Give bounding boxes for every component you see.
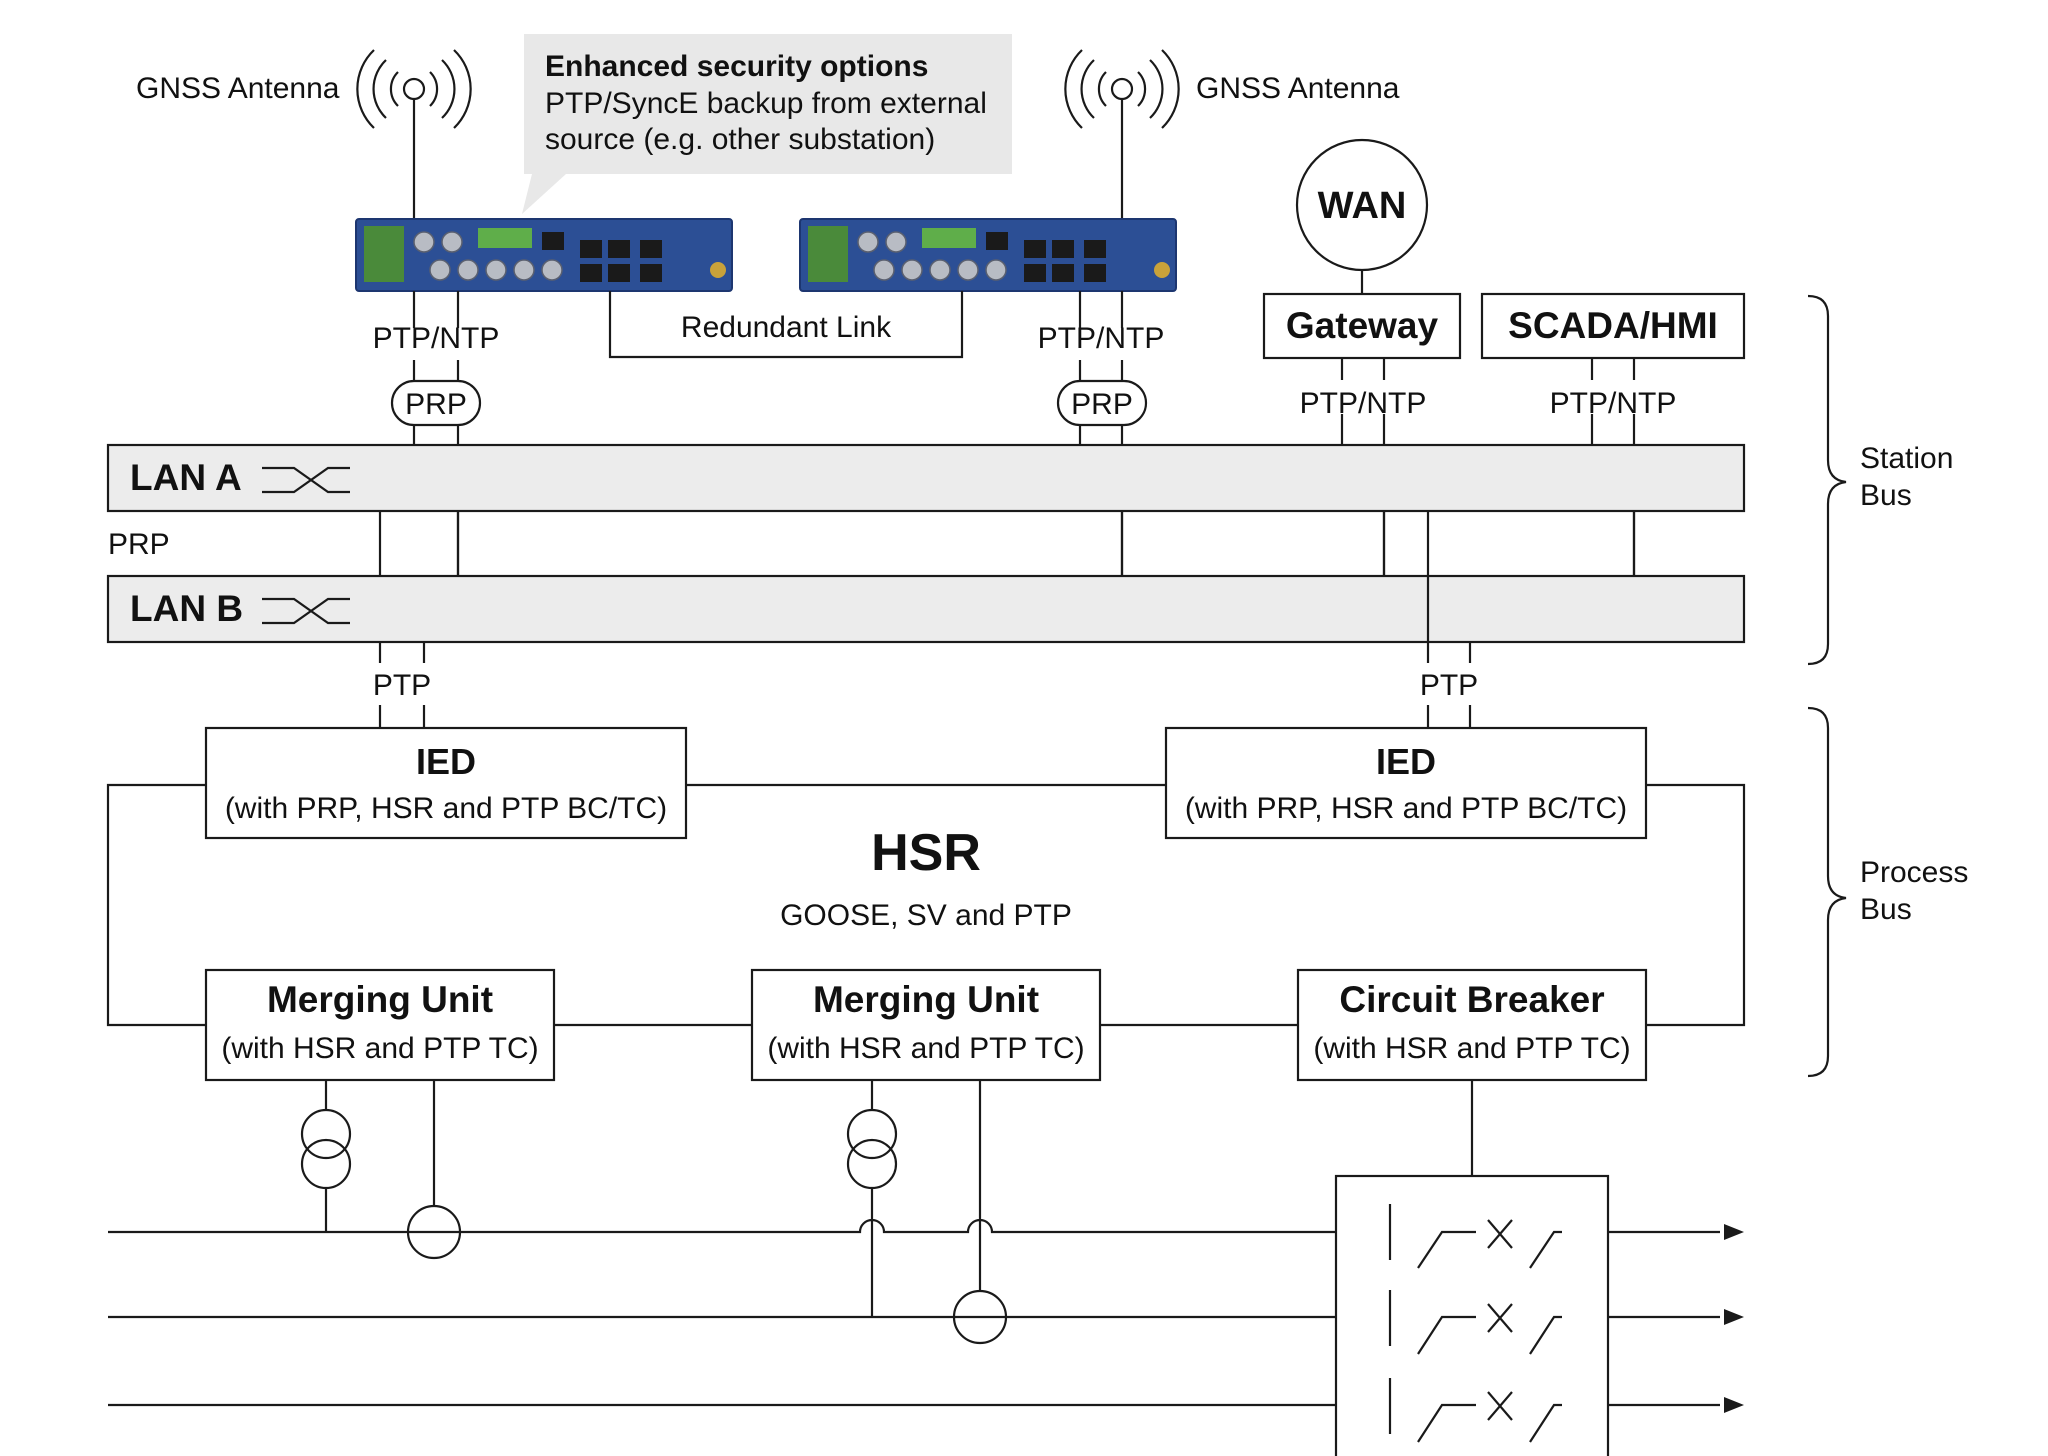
gateway-box: Gateway xyxy=(1262,292,1462,360)
prp-side-label: PRP xyxy=(108,528,170,561)
breaker-assembly xyxy=(1334,1080,1610,1456)
voltage-transformer-icon xyxy=(952,1080,1008,1345)
gnss-antenna-left-label: GNSS Antenna xyxy=(136,72,340,105)
security-callout: Enhanced security options PTP/SyncE back… xyxy=(522,34,1012,214)
ptp-ntp-label: PTP/NTP xyxy=(1038,322,1165,355)
lan-a-bus: LAN A xyxy=(106,443,1746,513)
scada-hmi-box: SCADA/HMI xyxy=(1480,292,1746,360)
hsr-ring xyxy=(106,783,1746,1027)
gateway-label: Gateway xyxy=(1286,305,1439,346)
merging-unit-title: Merging Unit xyxy=(813,979,1039,1020)
switch-icon xyxy=(262,466,350,494)
time-server-left xyxy=(355,218,733,292)
time-server-right xyxy=(799,218,1177,292)
wan-node: WAN xyxy=(1295,138,1429,272)
prp-badge: PRP xyxy=(1056,379,1148,427)
breaker-switch-icon xyxy=(1388,1204,1562,1269)
gnss-antenna-right-label: GNSS Antenna xyxy=(1196,72,1400,105)
wan-label: WAN xyxy=(1318,185,1407,227)
merging-unit-middle: Merging Unit (with HSR and PTP TC) xyxy=(750,968,1102,1082)
callout-line1: PTP/SyncE backup from external xyxy=(545,87,987,120)
ied-subtitle: (with PRP, HSR and PTP BC/TC) xyxy=(225,792,667,825)
current-transformer-icon xyxy=(300,1080,352,1232)
lan-b-bus: LAN B xyxy=(106,574,1746,644)
circuit-breaker-title: Circuit Breaker xyxy=(1339,979,1604,1020)
circuit-breaker-box: Circuit Breaker (with HSR and PTP TC) xyxy=(1296,968,1648,1082)
process-bus-label: Bus xyxy=(1860,893,1912,926)
ptp-ntp-label: PTP/NTP xyxy=(1300,387,1427,420)
merging-unit-left: Merging Unit (with HSR and PTP TC) xyxy=(204,968,556,1082)
station-bus-label: Station xyxy=(1860,442,1953,475)
lan-a-label: LAN A xyxy=(130,457,242,498)
hsr-subtitle: GOOSE, SV and PTP xyxy=(780,899,1072,932)
ied-box-right: IED (with PRP, HSR and PTP BC/TC) xyxy=(1164,726,1648,840)
station-bus-label: Bus xyxy=(1860,479,1912,512)
callout-line2: source (e.g. other substation) xyxy=(545,123,935,156)
gnss-antenna-right: GNSS Antenna xyxy=(1064,49,1400,220)
prp-badge: PRP xyxy=(390,379,482,427)
gnss-antenna-left: GNSS Antenna xyxy=(136,49,472,220)
svg-text:PRP: PRP xyxy=(1071,388,1133,421)
redundant-link-label: Redundant Link xyxy=(681,311,892,344)
svg-text:PRP: PRP xyxy=(405,388,467,421)
scada-hmi-label: SCADA/HMI xyxy=(1508,305,1718,346)
ptp-label: PTP xyxy=(1420,669,1478,702)
voltage-transformer-icon xyxy=(406,1080,462,1260)
breaker-switch-icon xyxy=(1388,1378,1562,1443)
merging-unit-subtitle: (with HSR and PTP TC) xyxy=(221,1032,538,1065)
station-bus-brace: Station Bus xyxy=(1807,294,1953,666)
lan-b-label: LAN B xyxy=(130,588,243,629)
merging-unit-subtitle: (with HSR and PTP TC) xyxy=(767,1032,1084,1065)
switch-icon xyxy=(262,597,350,625)
lan-cross-lines xyxy=(378,511,1636,728)
merging-unit-title: Merging Unit xyxy=(267,979,493,1020)
current-transformer-icon xyxy=(846,1080,898,1317)
breaker-switch-icon xyxy=(1388,1290,1562,1355)
callout-title: Enhanced security options xyxy=(545,50,928,83)
ptp-ntp-label: PTP/NTP xyxy=(373,322,500,355)
hsr-title: HSR xyxy=(871,824,981,882)
ied-subtitle: (with PRP, HSR and PTP BC/TC) xyxy=(1185,792,1627,825)
redundant-link: Redundant Link xyxy=(608,291,964,359)
ied-title: IED xyxy=(416,741,476,782)
ptp-ntp-label: PTP/NTP xyxy=(1550,387,1677,420)
ptp-label: PTP xyxy=(373,669,431,702)
process-bus-brace: Process Bus xyxy=(1807,706,1968,1078)
ied-box-left: IED (with PRP, HSR and PTP BC/TC) xyxy=(204,726,688,840)
process-bus-label: Process xyxy=(1860,856,1968,889)
circuit-breaker-subtitle: (with HSR and PTP TC) xyxy=(1313,1032,1630,1065)
ied-title: IED xyxy=(1376,741,1436,782)
